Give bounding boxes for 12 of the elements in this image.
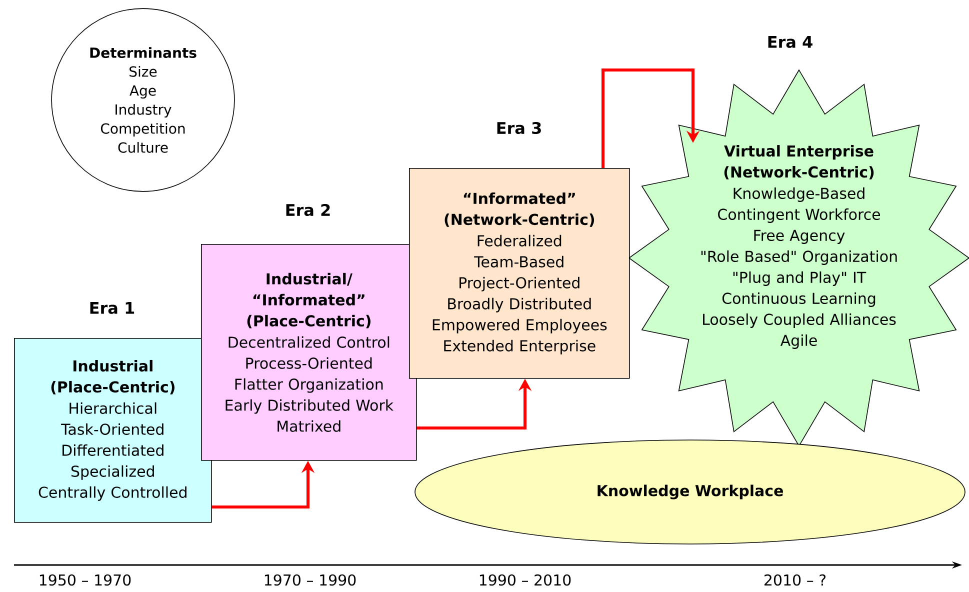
- arrow: [602, 68, 700, 168]
- year-label: 1990 – 2010: [480, 574, 571, 586]
- era-label: Era 1: [90, 302, 134, 314]
- year-label: 1970 – 1990: [264, 574, 356, 586]
- era-label: Era 3: [497, 122, 541, 134]
- year-label: 1950 – 1970: [40, 574, 131, 586]
- era-box: “Informated” (Network-Centric) Federalized Team-Based Project-Oriented Broadly Distributed Empowered Employees Extended Enterprise: [409, 168, 630, 379]
- era-label: Era 2: [286, 204, 330, 216]
- era-label: Era 4: [768, 36, 812, 48]
- era-box: Industrial (Place-Centric) Hierarchical Task-Oriented Differentiated Specialized Centrally Controlled: [14, 338, 212, 523]
- era-box: Industrial/ “Informated” (Place-Centric) Decentralized Control Process-Oriented Flatter Organization Early Distributed Work Matrixed: [201, 244, 417, 461]
- year-label: 2010 – ?: [764, 574, 826, 586]
